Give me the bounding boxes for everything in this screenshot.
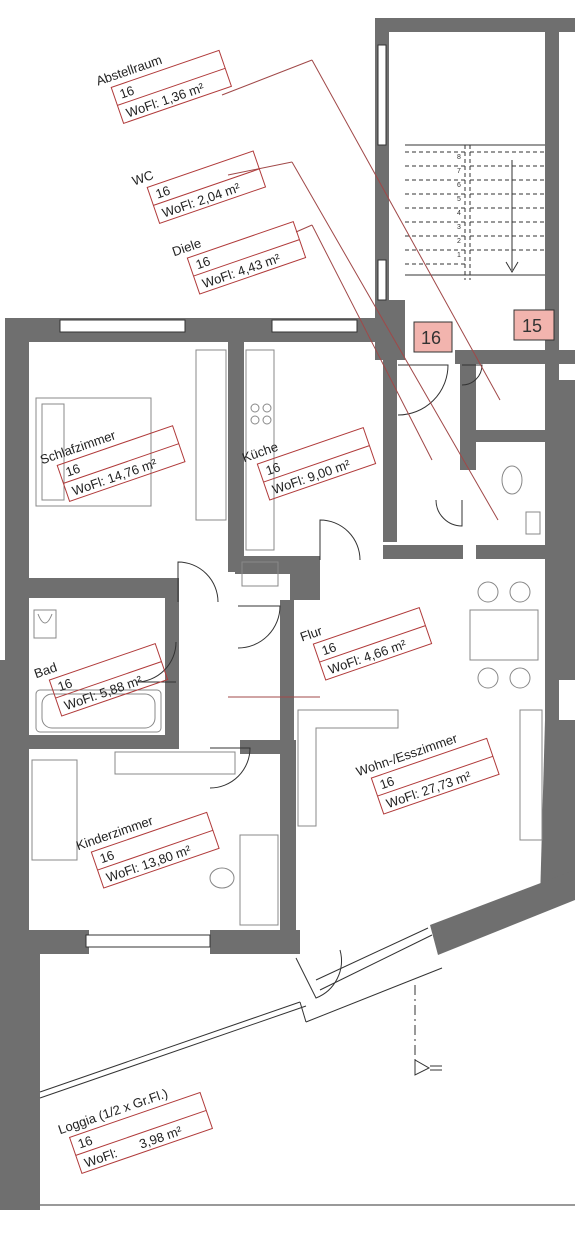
loggia-outline — [39, 927, 575, 1206]
svg-text:16: 16 — [64, 461, 83, 480]
doors — [135, 364, 483, 999]
bed — [35, 397, 152, 507]
room-label-bad: Bad 16 WoFl: 5,88 m² — [32, 642, 169, 717]
stair-number: 8 — [457, 154, 461, 161]
walls — [0, 18, 575, 1210]
room-label-kinderzimmer: Kinderzimmer 16 WoFl: 13,80 m² — [74, 811, 220, 889]
svg-text:WC: WC — [130, 167, 155, 188]
svg-text:Bad: Bad — [32, 659, 59, 681]
svg-text:WoFl: 4,43 m²: WoFl: 4,43 m² — [200, 250, 282, 291]
stair-numbers: 8 7 6 5 4 3 2 1 — [457, 154, 461, 259]
door — [135, 641, 177, 683]
toilet-icon — [501, 465, 523, 495]
svg-text:Flur: Flur — [298, 623, 325, 645]
bathtub — [35, 689, 162, 733]
svg-text:16: 16 — [264, 459, 283, 478]
svg-text:16: 16 — [421, 328, 441, 348]
bed — [31, 759, 78, 861]
room-label-wc: WC 16 WoFl: 2,04 m² — [130, 150, 267, 225]
sink-icon — [33, 609, 57, 639]
room-label-wohn-esszimmer: Wohn-/Esszimmer 16 WoFl: 27,73 m² — [354, 730, 500, 815]
svg-text:WoFl: 9,00 m²: WoFl: 9,00 m² — [270, 456, 352, 497]
svg-text:WoFl: 1,36 m²: WoFl: 1,36 m² — [124, 80, 206, 121]
wardrobe — [195, 349, 227, 521]
svg-text:Kinderzimmer: Kinderzimmer — [74, 813, 155, 854]
room-label-abstellraum: Abstellraum 16 WoFl: 1,36 m² — [94, 49, 233, 125]
fixtures — [31, 349, 543, 926]
room-label-kueche: Küche 16 WoFl: 9,00 m² — [240, 426, 377, 501]
svg-text:WoFl: 4,66 m²: WoFl: 4,66 m² — [326, 636, 408, 677]
stair-number: 7 — [457, 168, 461, 175]
unit-tag-16: 16 — [413, 321, 453, 353]
door — [177, 561, 219, 603]
door — [209, 747, 251, 789]
room-label-flur: Flur 16 WoFl: 4,66 m² — [298, 606, 433, 681]
stove-icon — [250, 403, 260, 413]
svg-text:3,98 m²: 3,98 m² — [137, 1123, 184, 1152]
leader-lines — [221, 59, 501, 698]
section-arrow-icon — [414, 1059, 431, 1076]
sofa — [297, 709, 399, 827]
svg-text:16: 16 — [98, 847, 117, 866]
door — [237, 605, 281, 649]
chair-icon — [209, 867, 235, 889]
stair-number: 2 — [457, 238, 461, 245]
room-label-loggia: Loggia (1/2 x Gr.Fl.) 16 WoFl: 3,98 m² — [56, 1086, 214, 1174]
svg-text:16: 16 — [194, 253, 213, 272]
svg-text:15: 15 — [522, 316, 542, 336]
svg-text:16: 16 — [56, 675, 75, 694]
stair-number: 6 — [457, 182, 461, 189]
svg-text:16: 16 — [320, 639, 339, 658]
stair-number: 4 — [457, 210, 461, 217]
svg-text:16: 16 — [378, 773, 397, 792]
staircase — [405, 144, 545, 280]
svg-text:WoFl: 2,04 m²: WoFl: 2,04 m² — [160, 180, 242, 221]
svg-text:WoFl: 5,88 m²: WoFl: 5,88 m² — [62, 672, 144, 713]
door — [435, 499, 463, 527]
door — [319, 519, 361, 561]
stair-number: 1 — [457, 252, 461, 259]
svg-text:Loggia (1/2 x Gr.Fl.): Loggia (1/2 x Gr.Fl.) — [56, 1086, 170, 1138]
unit-tag-15: 15 — [513, 309, 555, 341]
stair-steps — [405, 145, 545, 280]
windows — [59, 44, 387, 948]
room-label-diele: Diele 16 WoFl: 4,43 m² — [170, 220, 307, 295]
svg-text:Wohn-/Esszimmer: Wohn-/Esszimmer — [354, 730, 460, 779]
svg-text:Schlafzimmer: Schlafzimmer — [38, 427, 118, 467]
stair-number: 5 — [457, 196, 461, 203]
kitchen-counter — [245, 349, 275, 551]
svg-text:16: 16 — [154, 183, 173, 202]
door — [295, 949, 342, 999]
svg-text:16: 16 — [118, 83, 137, 102]
svg-text:16: 16 — [76, 1133, 95, 1152]
dining-table — [469, 609, 539, 661]
stair-number: 3 — [457, 224, 461, 231]
room-label-schlafzimmer: Schlafzimmer 16 WoFl: 14,76 m² — [38, 425, 186, 503]
door — [461, 364, 483, 386]
